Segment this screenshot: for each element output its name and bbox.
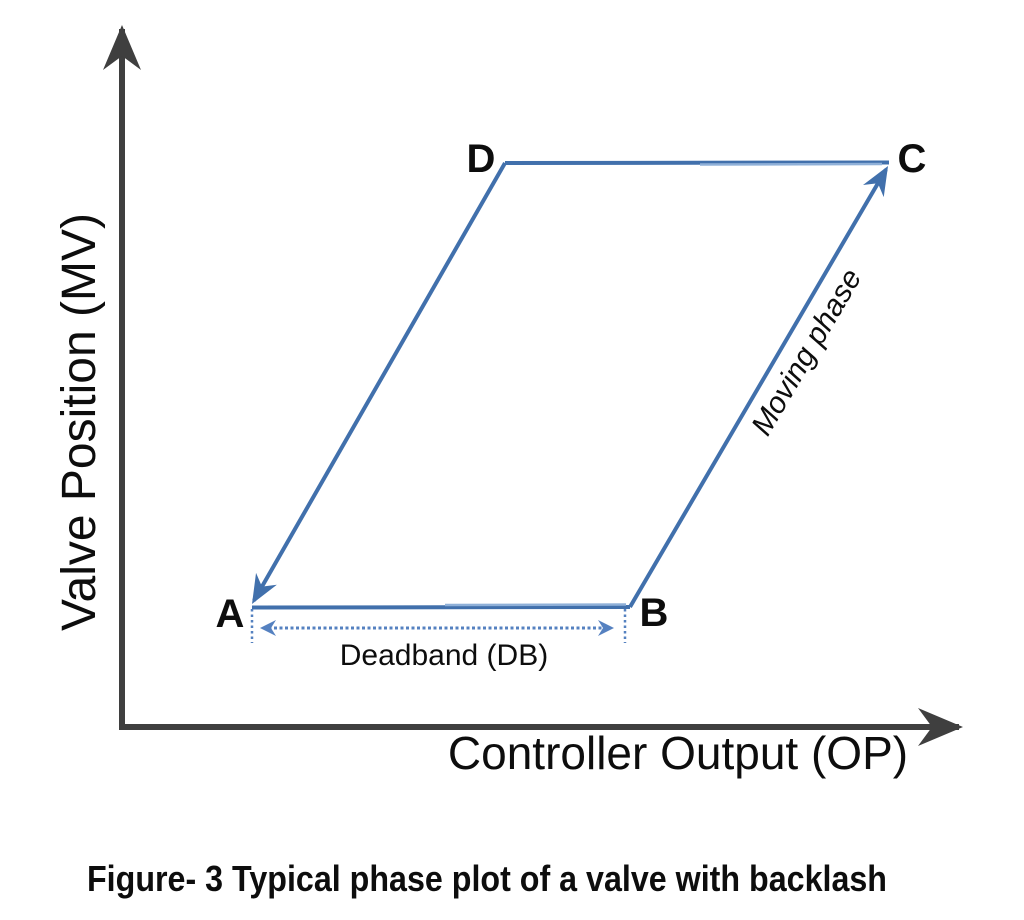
segment-d-to-c-highlight (699, 162, 883, 166)
segment-d-to-a-arrow (252, 162, 507, 604)
vertex-label-b: B (640, 591, 669, 635)
vertex-label-a: A (216, 592, 245, 636)
vertex-label-d: D (467, 137, 496, 181)
segment-d-to-c (504, 160, 890, 165)
figure-caption: Figure- 3 Typical phase plot of a valve … (87, 858, 887, 899)
vertex-label-c: C (898, 137, 927, 181)
y-axis-title: Valve Position (MV) (53, 213, 106, 631)
deadband-label: Deadband (DB) (340, 639, 548, 672)
x-axis-title: Controller Output (OP) (448, 727, 908, 779)
segment-a-to-b (251, 605, 631, 610)
segment-a-to-b-highlight (444, 603, 627, 607)
segment-b-to-c-arrow (628, 166, 889, 609)
